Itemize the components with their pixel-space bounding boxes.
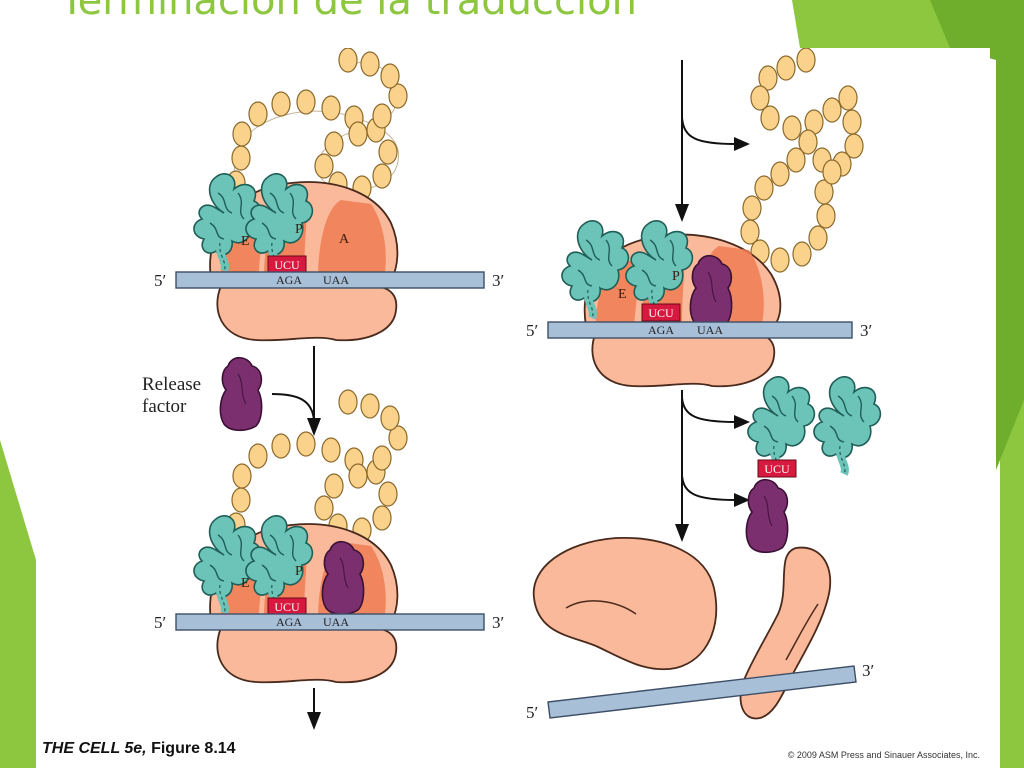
codon-stop-label: UAA bbox=[323, 273, 349, 287]
five-prime-label: 5′ bbox=[154, 271, 166, 290]
site-a bbox=[318, 200, 386, 278]
small-subunit bbox=[216, 285, 398, 342]
released-anticodon-box bbox=[757, 459, 797, 478]
three-prime-label: 3′ bbox=[492, 613, 504, 632]
site-e-label: E bbox=[241, 576, 250, 591]
codon-p-label: AGA bbox=[276, 615, 302, 629]
green-left-stripe bbox=[0, 440, 36, 768]
site-p-label: P bbox=[295, 564, 303, 579]
five-prime-label: 5′ bbox=[526, 703, 538, 722]
arrow-dissociation bbox=[675, 390, 750, 542]
codon-stop-label: UAA bbox=[697, 323, 723, 337]
anticodon-label: UCU bbox=[274, 600, 300, 614]
figure-credit: © 2009 ASM Press and Sinauer Associates,… bbox=[787, 750, 980, 760]
release-factor-bound bbox=[321, 540, 365, 616]
small-subunit-free bbox=[739, 546, 832, 720]
release-factor-bound bbox=[689, 254, 733, 330]
arrow-peptide-release bbox=[675, 60, 750, 222]
site-p-label: P bbox=[295, 222, 303, 237]
released-trna-2 bbox=[814, 377, 880, 474]
green-accent-shade bbox=[930, 0, 1024, 470]
released-trna-1 bbox=[748, 377, 814, 474]
site-e-label: E bbox=[618, 287, 627, 302]
three-prime-label: 3′ bbox=[862, 661, 874, 680]
small-subunit bbox=[216, 627, 398, 684]
three-prime-label: 3′ bbox=[860, 321, 872, 340]
page-title: Terminación de la traducción bbox=[60, 0, 637, 24]
codon-p-label: AGA bbox=[276, 273, 302, 287]
large-subunit-free bbox=[532, 537, 718, 671]
arrow-release-factor-binding bbox=[271, 346, 321, 436]
codon-stop-label: UAA bbox=[323, 615, 349, 629]
released-polypeptide bbox=[740, 48, 864, 273]
mrna-strand bbox=[547, 321, 853, 339]
peptide-chain bbox=[226, 48, 408, 229]
caption-book: THE CELL 5e, bbox=[42, 740, 147, 757]
three-prime-label: 3′ bbox=[492, 271, 504, 290]
anticodon-label: UCU bbox=[274, 258, 300, 272]
panel-1-ribosome: E P A UCU 5′ 3′ AGA UAA bbox=[154, 48, 504, 342]
release-factor-label-line1: Release bbox=[142, 374, 201, 395]
mrna-strand-free bbox=[547, 665, 857, 719]
caption-figure: Figure 8.14 bbox=[151, 740, 236, 757]
site-p-label: P bbox=[672, 269, 680, 284]
panel-4-dissociated-ribosome: 5′ 3′ bbox=[526, 537, 874, 722]
mrna-strand bbox=[175, 613, 485, 631]
five-prime-label: 5′ bbox=[526, 321, 538, 340]
panel-3-ribosome: E P UCU 5′ 3′ AGA UAA bbox=[526, 221, 872, 388]
anticodon-label: UCU bbox=[648, 306, 674, 320]
release-factor-free bbox=[219, 356, 263, 432]
released-release-factor bbox=[745, 478, 789, 554]
mrna-strand bbox=[175, 271, 485, 289]
arrow-continue bbox=[307, 688, 321, 730]
figure-caption: THE CELL 5e, Figure 8.14 bbox=[42, 740, 236, 758]
panel-2-ribosome: E P UCU 5′ 3′ AGA UAA bbox=[154, 389, 504, 684]
small-subunit bbox=[591, 331, 776, 388]
released-anticodon-label: UCU bbox=[764, 462, 790, 476]
figure-panel: E P A UCU 5′ 3′ AGA UAA Release factor bbox=[36, 48, 990, 768]
site-a-label: A bbox=[339, 232, 350, 247]
five-prime-label: 5′ bbox=[154, 613, 166, 632]
release-factor-label-line2: factor bbox=[142, 396, 187, 417]
codon-p-label: AGA bbox=[648, 323, 674, 337]
site-e-label: E bbox=[241, 234, 250, 249]
translation-termination-diagram: E P A UCU 5′ 3′ AGA UAA Release factor bbox=[142, 48, 990, 730]
